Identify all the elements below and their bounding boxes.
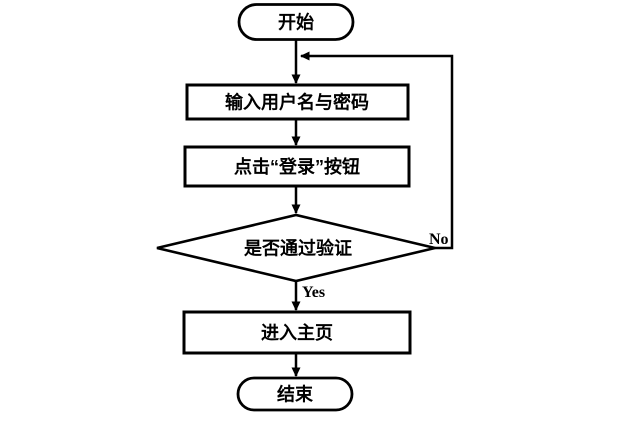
- node-verify-label: 是否通过验证: [243, 238, 352, 259]
- node-click-shape: [183, 145, 411, 188]
- edge-label-yes: Yes: [302, 284, 325, 301]
- edge-verify-no-loop: [300, 51, 454, 250]
- node-end-label: 结束: [277, 384, 314, 405]
- node-click-label: 点击“登录”按钮: [234, 156, 360, 177]
- node-input-shape: [185, 83, 410, 121]
- node-start-shape: [237, 3, 355, 41]
- node-verify-shape: [156, 213, 436, 283]
- node-start-label: 开始: [278, 12, 314, 33]
- node-home-label: 进入主页: [261, 322, 333, 343]
- node-end-shape: [236, 376, 354, 412]
- edge-label-no: No: [429, 231, 449, 248]
- node-home-shape: [182, 310, 412, 355]
- node-input-label: 输入用户名与密码: [225, 92, 369, 113]
